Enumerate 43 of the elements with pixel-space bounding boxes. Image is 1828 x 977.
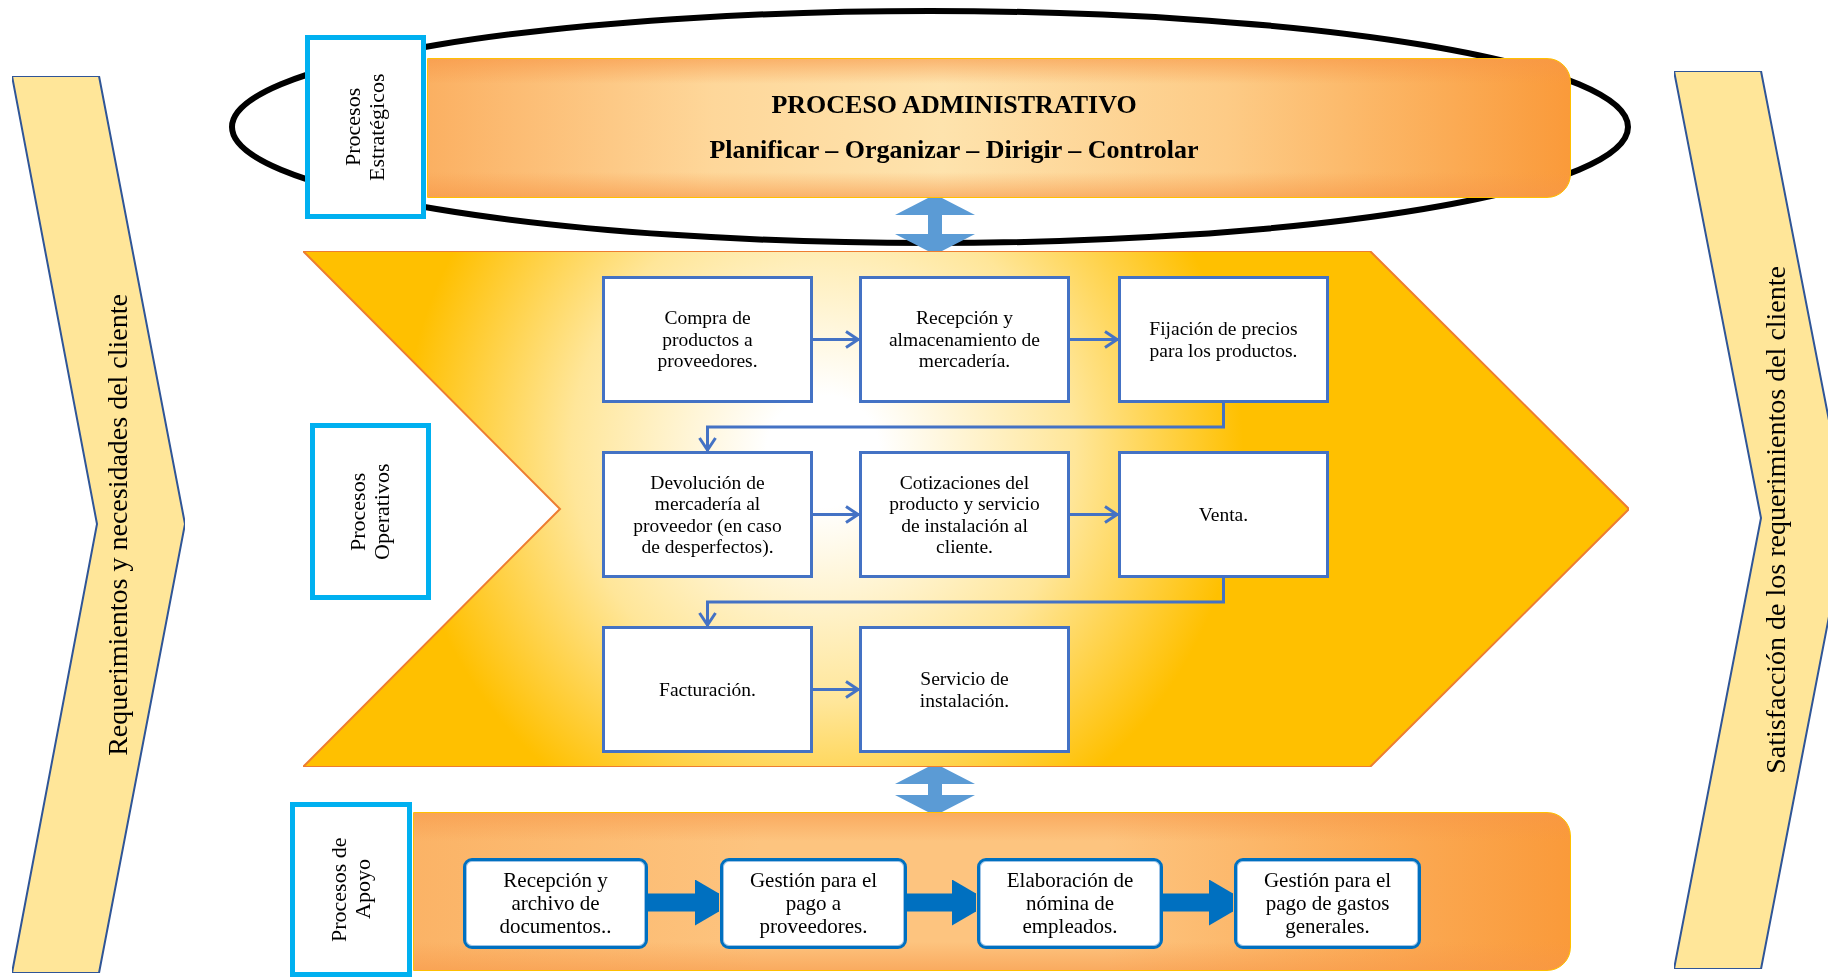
process-label: Fijación de precios para los productos. bbox=[1148, 318, 1299, 361]
process-box bbox=[1118, 276, 1329, 403]
category-label: Procesos de Apoyo bbox=[326, 836, 376, 944]
process-label: Devolución de mercadería al proveedor (en caso de desperfectos). bbox=[632, 471, 783, 558]
process-label: Venta. bbox=[1198, 503, 1249, 526]
process-box bbox=[463, 858, 648, 949]
process-box bbox=[859, 451, 1070, 578]
process-label: Facturación. bbox=[659, 678, 756, 701]
process-box bbox=[859, 626, 1070, 753]
process-label: Compra de productos a proveedores. bbox=[656, 307, 759, 372]
category-label-box bbox=[310, 423, 431, 600]
process-label: Gestión para el pago de gastos generales. bbox=[1262, 868, 1393, 939]
process-box bbox=[977, 858, 1163, 949]
process-band bbox=[413, 812, 1571, 971]
process-box bbox=[720, 858, 907, 949]
process-box bbox=[1118, 451, 1329, 578]
banner-text: Requerimientos y necesidades del cliente bbox=[103, 293, 134, 756]
process-label: Cotizaciones del producto y servicio de instalación al cliente. bbox=[888, 471, 1041, 558]
process-label: Recepción y almacenamiento de mercadería. bbox=[887, 307, 1042, 372]
category-label-box bbox=[305, 35, 426, 219]
process-box bbox=[859, 276, 1070, 403]
process-label: Gestión para el pago a proveedores. bbox=[748, 868, 879, 939]
process-box bbox=[1234, 858, 1421, 949]
process-box bbox=[602, 626, 813, 753]
arrow bbox=[813, 505, 860, 524]
banner-text: Satisfacción de los requerimientos del cliente bbox=[1760, 266, 1792, 774]
category-label: Procesos Estratégicos bbox=[341, 72, 390, 183]
process-label: Elaboración de nómina de empleados. bbox=[1005, 868, 1135, 939]
process-banner bbox=[427, 58, 1571, 198]
arrow bbox=[698, 578, 1225, 627]
category-label: Procesos Operativos bbox=[346, 462, 395, 562]
arrow bbox=[813, 680, 860, 699]
process-box bbox=[602, 276, 813, 403]
arrow bbox=[813, 330, 860, 349]
arrow bbox=[1070, 330, 1119, 349]
process-label: Servicio de instalación. bbox=[918, 668, 1011, 711]
subheading: Planificar – Organizar – Dirigir – Controlar bbox=[709, 136, 1199, 165]
arrow bbox=[698, 403, 1225, 452]
heading: PROCESO ADMINISTRATIVO bbox=[771, 91, 1137, 120]
arrow bbox=[1070, 505, 1119, 524]
category-label-box bbox=[290, 802, 412, 977]
process-box bbox=[602, 451, 813, 578]
process-label: Recepción y archivo de documentos.. bbox=[498, 868, 613, 939]
